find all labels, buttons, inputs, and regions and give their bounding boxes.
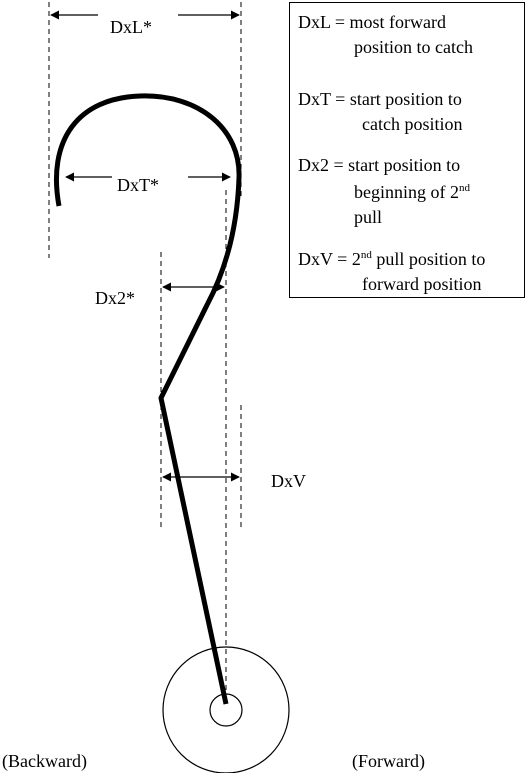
legend-dxl-line2: position to catch: [354, 37, 473, 57]
legend-dx2-line3: pull: [354, 207, 383, 227]
legend-dx2-line2-sup: nd: [459, 182, 470, 194]
dxt-label: DxT*: [117, 175, 159, 195]
backward-label: (Backward): [2, 751, 87, 771]
legend-dxv-line1: DxV = 2nd pull position to: [298, 249, 486, 269]
stroke-path-curve: [53, 93, 242, 705]
legend-dxv-line1-post: pull position to: [371, 249, 486, 269]
dxv-label: DxV: [271, 471, 306, 491]
outer-circle: [162, 646, 290, 773]
legend-dxv-line2: forward position: [362, 274, 482, 294]
inner-circle: [209, 693, 243, 727]
legend-dxv-line1-pre: DxV = 2: [298, 249, 361, 269]
legend-dxl-line1: DxL = most forward: [298, 12, 446, 32]
legend-dxt-line2: catch position: [362, 114, 463, 134]
legend-dx2-line1: Dx2 = start position to: [298, 155, 461, 175]
legend-dx2-line2: beginning of 2nd: [354, 182, 470, 202]
legend-dxv-line1-sup: nd: [360, 249, 372, 261]
legend-dx2-line2-text: beginning of 2: [354, 182, 459, 202]
dx2-label: Dx2*: [95, 288, 135, 308]
legend-box: DxL = most forward position to catch DxT…: [289, 2, 525, 298]
legend-dxt-line1: DxT = start position to: [298, 89, 462, 109]
dxl-label: DxL*: [110, 17, 152, 37]
forward-label: (Forward): [352, 751, 425, 771]
